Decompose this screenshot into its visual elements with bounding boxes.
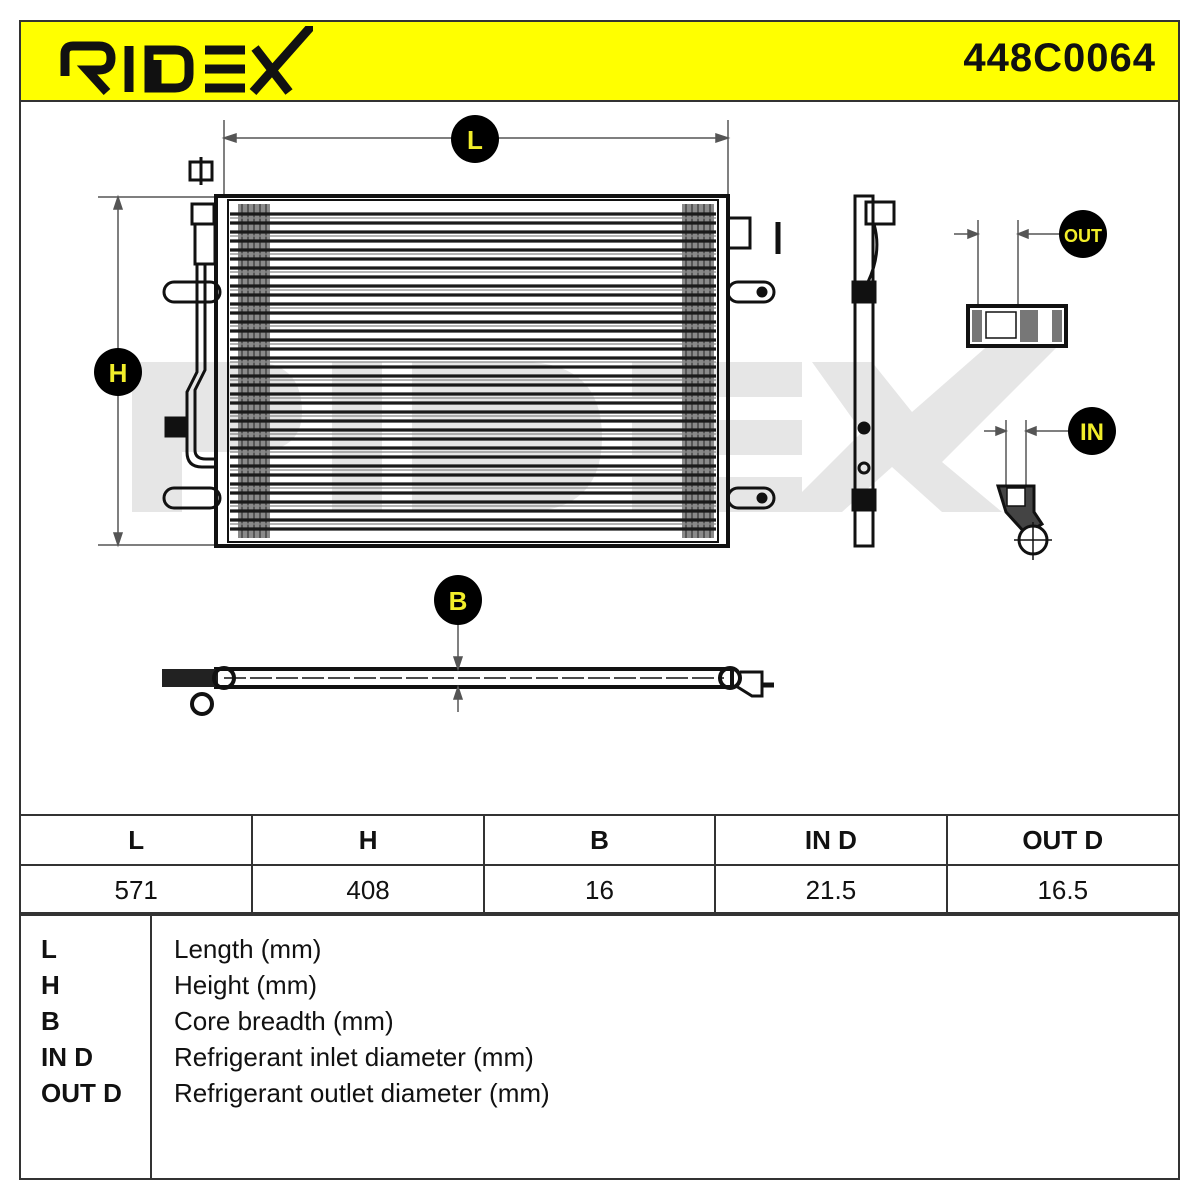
legend-divider (150, 914, 152, 1180)
specs-table: L H B IN D OUT D 571 408 16 21.5 16.5 (21, 814, 1178, 916)
condenser-core (214, 194, 730, 548)
svg-text:OUT: OUT (1064, 226, 1102, 246)
svg-text:L: L (467, 125, 483, 155)
length-dimension (221, 120, 731, 197)
specs-value-row: 571 408 16 21.5 16.5 (21, 864, 1178, 916)
left-pipe-assembly (162, 157, 222, 510)
callout-height: H (94, 348, 142, 396)
ridex-logo (60, 26, 313, 96)
value-length: 571 (21, 864, 254, 916)
svg-text:IN: IN (1080, 419, 1104, 446)
legend-desc: Height (mm) (174, 970, 318, 1000)
legend-desc: Core breadth (mm) (174, 1006, 394, 1036)
legend-desc: Refrigerant outlet diameter (mm) (174, 1078, 550, 1108)
legend-desc: Refrigerant inlet diameter (mm) (174, 1042, 534, 1072)
legend-key: IN D (41, 1042, 93, 1072)
callout-outlet: OUT (1059, 210, 1107, 258)
side-view (851, 194, 896, 548)
legend-key: H (41, 970, 60, 1000)
technical-drawing: L H B OUT IN (21, 102, 1178, 814)
svg-text:H: H (109, 358, 128, 388)
callout-inlet: IN (1068, 407, 1116, 455)
technical-sheet: 448C0064 (19, 20, 1180, 1180)
legend-key: L (41, 934, 57, 964)
specs-header-row: L H B IN D OUT D (21, 814, 1178, 866)
header-length: L (21, 814, 254, 866)
outlet-detail (954, 220, 1068, 348)
top-view (162, 624, 774, 716)
value-height: 408 (251, 864, 485, 916)
part-number: 448C0064 (963, 36, 1156, 80)
svg-text:B: B (449, 586, 468, 616)
inlet-detail (984, 420, 1070, 560)
legend-desc: Length (mm) (174, 934, 322, 964)
legend: L Length (mm) H Height (mm) B Core bread… (21, 912, 1178, 1180)
header-inlet-diameter: IN D (714, 814, 948, 866)
value-outlet-diameter: 16.5 (945, 864, 1178, 916)
header-outlet-diameter: OUT D (945, 814, 1178, 866)
value-breadth: 16 (482, 864, 717, 916)
callout-breadth: B (434, 575, 482, 625)
header-height: H (251, 814, 485, 866)
header-breadth: B (482, 814, 717, 866)
value-inlet-diameter: 21.5 (714, 864, 948, 916)
legend-key: OUT D (41, 1078, 122, 1108)
header-bar: 448C0064 (21, 22, 1178, 102)
legend-key: B (41, 1006, 60, 1036)
right-bracket-assembly (726, 216, 781, 510)
callout-length: L (451, 115, 499, 163)
condenser-drawing: L H B OUT IN (94, 115, 1116, 716)
